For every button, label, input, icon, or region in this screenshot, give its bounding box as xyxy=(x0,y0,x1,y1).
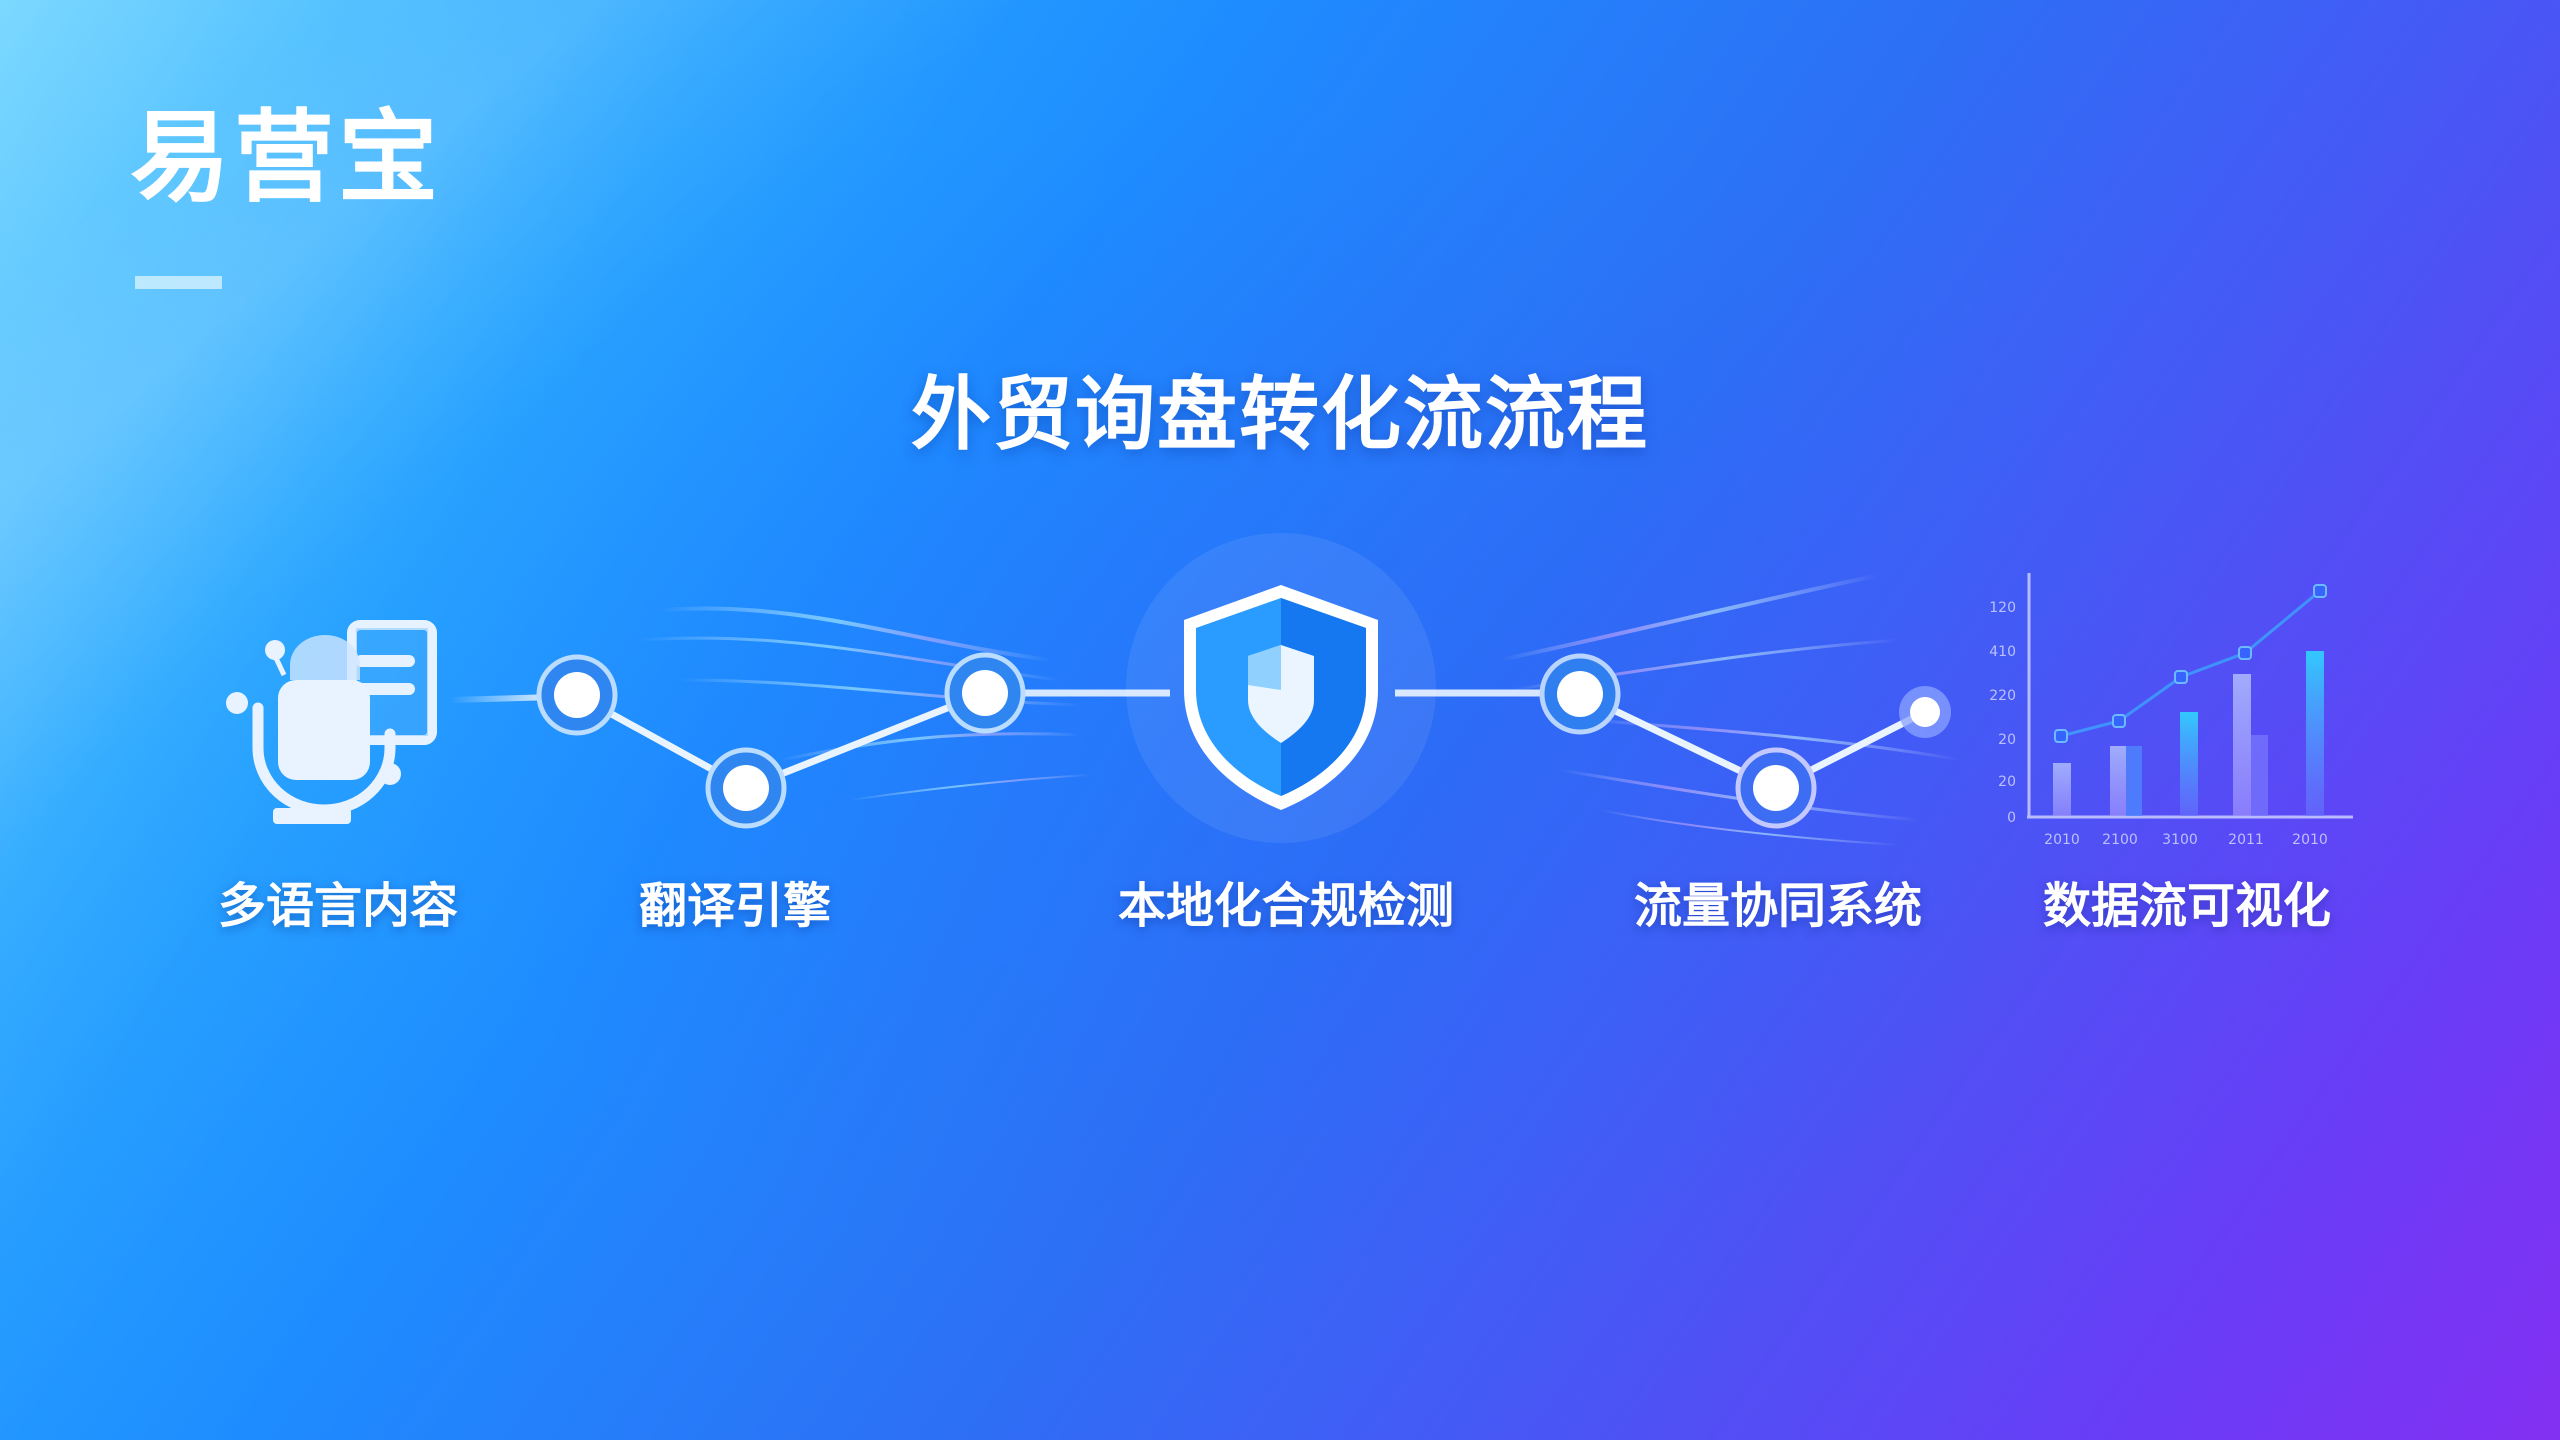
brand-title: 易营宝 xyxy=(130,99,442,216)
svg-text:2010: 2010 xyxy=(2044,832,2080,848)
chart-x-ticks: 2010 2100 3100 2011 2010 xyxy=(2044,832,2328,848)
step-label-multilingual-content: 多语言内容 xyxy=(217,878,459,934)
svg-text:20: 20 xyxy=(1998,732,2016,748)
connector-line xyxy=(744,689,987,792)
chart-y-ticks: 0 20 20 220 410 120 xyxy=(1989,600,2016,826)
svg-text:410: 410 xyxy=(1989,644,2016,660)
svg-text:220: 220 xyxy=(1989,688,2016,704)
page-title: 外贸询盘转化流流程 xyxy=(911,368,1649,461)
svg-text:20: 20 xyxy=(1998,774,2016,790)
step-label-traffic-collaboration: 流量协同系统 xyxy=(1633,878,1923,934)
svg-text:2010: 2010 xyxy=(2292,832,2328,848)
bar-line-chart-icon: 0 20 20 220 410 120 2010 2100 3100 2011 … xyxy=(1989,573,2353,848)
flow-node xyxy=(944,652,1026,734)
step-label-data-visualization: 数据流可视化 xyxy=(2042,878,2332,934)
svg-text:3100: 3100 xyxy=(2162,832,2198,848)
step-label-localization-compliance: 本地化合规检测 xyxy=(1117,878,1455,934)
step-label-translation-engine: 翻译引擎 xyxy=(638,878,832,934)
flow-node xyxy=(1539,653,1621,735)
microphone-document-icon xyxy=(226,620,437,824)
svg-text:2100: 2100 xyxy=(2102,832,2138,848)
svg-text:2011: 2011 xyxy=(2228,832,2264,848)
flow-node xyxy=(536,654,618,736)
brand-underline xyxy=(135,276,222,289)
svg-text:0: 0 xyxy=(2007,810,2016,826)
flow-node xyxy=(705,747,787,829)
shield-icon xyxy=(1126,533,1436,843)
svg-text:120: 120 xyxy=(1989,600,2016,616)
flow-node xyxy=(1735,747,1817,829)
flow-node xyxy=(1899,686,1951,738)
